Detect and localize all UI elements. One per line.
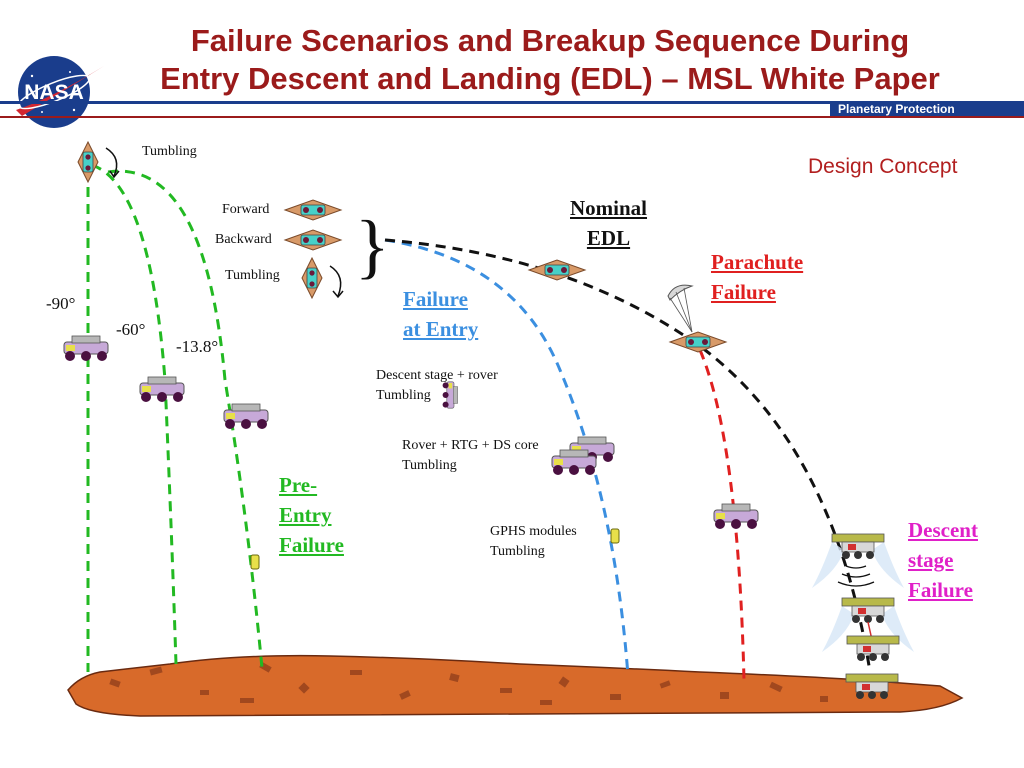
title-line-2: Entry Descent and Landing (EDL) – MSL Wh… [160,61,940,96]
parachute-icon [667,284,694,333]
header-rule-bottom [0,116,1024,118]
nominal-aeroshell-icon [528,259,586,281]
forward-label: Forward [222,202,270,217]
descent-stage-icon-3 [846,635,900,662]
design-concept-label: Design Concept [808,155,958,178]
rover-icon-2 [139,376,185,403]
parachute-aeroshell-icon [669,331,727,353]
tumbling-label-mid: Tumbling [225,268,280,283]
angle-minus-13-8-label: -13.8° [176,337,219,356]
angle-minus-60-label: -60° [116,320,146,339]
rotation-arrow-icon [105,147,118,177]
gphs-canister-icon-1 [250,554,260,570]
header-tag-background [830,101,1024,118]
pre-entry-line-2: Entry [279,503,332,527]
pre-entry-line-3: Failure [279,533,344,557]
descent-rover-tumbling-label: Descent stage + rover Tumbling [376,366,498,406]
trajectory-minus-13-8 [107,169,264,669]
tumbling-aeroshell-mid-icon [301,257,323,299]
descent-stage-line-3: Failure [908,578,973,602]
rover-rtg-line-1: Rover + RTG + DS core [402,438,539,453]
descent-rover-icon [713,503,759,530]
surface-rocks [109,661,828,705]
gphs-tumbling-label: GPHS modules Tumbling [490,522,577,562]
sound-waves-icon [837,565,875,587]
gphs-line-2: Tumbling [490,544,545,559]
gphs-line-1: GPHS modules [490,524,577,539]
descent-rover-line-2: Tumbling [376,388,431,403]
trajectory-nominal-edl [384,238,872,673]
trajectory-parachute-failure [698,349,746,681]
pre-entry-line-1: Pre- [279,473,318,497]
backward-aeroshell-icon [284,229,342,251]
tumbling-label-top: Tumbling [142,144,197,159]
descent-stage-line-2: stage [908,548,954,572]
page-title: Failure Scenarios and Breakup Sequence D… [100,22,1000,98]
nominal-edl-label: Nominal EDL [570,193,647,253]
failure-at-entry-line-2: at Entry [403,317,479,341]
trajectory-failure-at-entry [384,238,630,677]
descent-stage-line-1: Descent [908,518,978,542]
pre-entry-failure-label: Pre- Entry Failure [279,470,344,560]
gphs-canister-icon-2 [610,528,620,544]
parachute-failure-label: Parachute Failure [711,247,803,307]
failure-at-entry-label: Failure at Entry [403,284,478,344]
backward-label: Backward [215,232,272,247]
failure-at-entry-line-1: Failure [403,287,468,311]
forward-aeroshell-icon [284,199,342,221]
mars-surface [67,654,964,717]
title-line-1: Failure Scenarios and Breakup Sequence D… [190,23,910,58]
rotation-arrow-mid-icon [329,265,342,297]
rover-icon-1 [63,335,109,362]
rover-rtg-line-2: Tumbling [402,458,457,473]
nominal-edl-line-2: EDL [586,226,631,250]
header-bar: Planetary Protection [0,101,1024,118]
trajectory-minus-60 [91,163,178,665]
nominal-edl-line-1: Nominal [570,196,648,220]
descent-rover-line-1: Descent stage + rover [376,368,498,383]
brace-icon: } [355,206,390,286]
parachute-failure-line-2: Failure [711,280,776,304]
header-tag: Planetary Protection [838,102,955,116]
angle-minus-90-label: -90° [46,294,76,313]
header-rule-top [0,101,1024,104]
parachute-failure-line-1: Parachute [711,250,804,274]
descent-stage-failure-label: Descent stage Failure [908,515,978,605]
rover-rtg-tumbling-label: Rover + RTG + DS core Tumbling [402,436,539,476]
tumbling-aeroshell-icon [77,141,99,183]
logo-text: NASA [24,81,84,104]
